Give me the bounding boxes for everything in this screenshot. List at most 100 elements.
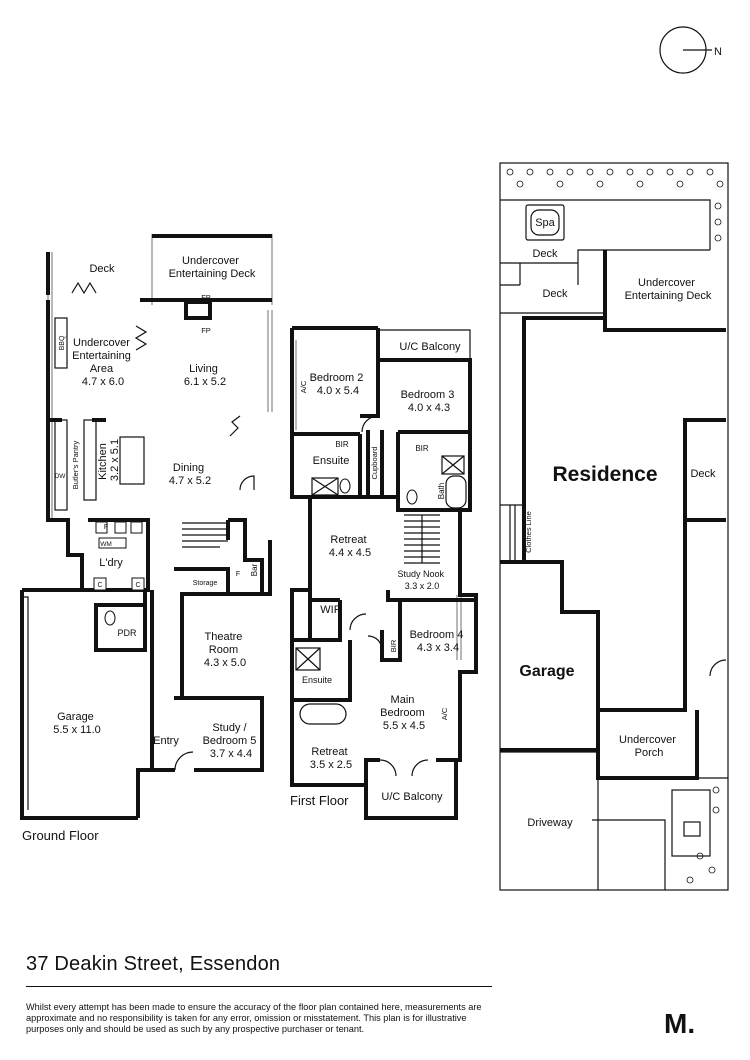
cupboard-label: Cupboard xyxy=(370,447,379,480)
bir-label-bedroom4: BIR xyxy=(389,639,398,652)
storage-label: Storage xyxy=(193,580,218,587)
svg-text:Undercover Porch: Undercover Porch xyxy=(619,734,679,759)
small-retreat-dimensions: 3.5 x 2.5 xyxy=(310,759,352,771)
residence-label: Residence xyxy=(552,463,657,486)
ensuite-label-lower: Ensuite xyxy=(302,675,332,685)
site-entertaining-deck-line2: Entertaining Deck xyxy=(625,290,712,302)
theatre-room-label-line2: Room xyxy=(209,644,238,656)
dining-dimensions: 4.7 x 5.2 xyxy=(169,475,211,487)
svg-text:Kitchen 3.2 x 5.1: Kitchen 3.2 x 5.1 xyxy=(97,439,121,481)
study-dimensions: 3.7 x 4.4 xyxy=(210,748,252,760)
dining-label: Dining xyxy=(173,462,204,474)
bedroom3-label: Bedroom 3 xyxy=(401,389,455,401)
bedroom2-dimensions: 4.0 x 5.4 xyxy=(317,385,359,397)
ensuite-label-upper: Ensuite xyxy=(313,455,350,467)
bbq-label: BBQ xyxy=(59,335,66,350)
svg-text:Dining 4.7 x 5.2: Dining 4.7 x 5.2 xyxy=(169,462,211,487)
dishwasher-label: DW xyxy=(55,473,67,480)
site-deck-left-label: Deck xyxy=(542,288,568,300)
site-deck-right-label: Deck xyxy=(690,468,716,480)
fireplace-label-top: FP xyxy=(201,293,211,302)
svg-text:Main Bedroom 5.5 x: Main Bedroom 5.5 x 4.5 xyxy=(380,694,428,732)
compass: N xyxy=(659,26,722,74)
bath-label: Bath xyxy=(437,483,446,499)
svg-text:Study Nook 3.3 x 2.0: Study Nook 3.3 x 2.0 xyxy=(397,569,446,591)
uc-balcony-label-top: U/C Balcony xyxy=(399,341,461,353)
bedroom2-label: Bedroom 2 xyxy=(310,372,364,384)
cupboard-c-label-left: C xyxy=(97,582,102,589)
garage-dimensions: 5.5 x 11.0 xyxy=(53,724,101,736)
driveway-label: Driveway xyxy=(527,817,573,829)
bir-label-bedroom3: BIR xyxy=(415,444,429,453)
theatre-room-dimensions: 4.3 x 5.0 xyxy=(204,657,246,669)
svg-text:Retreat 3.5 x 2.5: Retreat 3.5 x 2.5 xyxy=(310,746,352,771)
bedroom4-label: Bedroom 4 xyxy=(410,629,464,641)
property-address: 37 Deakin Street, Essendon xyxy=(26,953,281,975)
svg-text:Bedroom 4 4.3 x 3.4: Bedroom 4 4.3 x 3.4 xyxy=(410,629,467,654)
clothes-line-label: Clothes Line xyxy=(524,511,533,553)
svg-text:Bedroom 3 4.0 x 4.3: Bedroom 3 4.0 x 4.3 xyxy=(401,389,458,414)
retreat-label: Retreat xyxy=(330,534,366,546)
ac-label-main-bedroom: A/C xyxy=(440,707,449,720)
kitchen-label: Kitchen xyxy=(97,443,109,480)
theatre-room-label-line1: Theatre xyxy=(205,631,243,643)
kitchen-dimensions: 3.2 x 5.1 xyxy=(109,439,121,481)
bedroom3-dimensions: 4.0 x 4.3 xyxy=(408,402,450,414)
site-garage-label: Garage xyxy=(519,663,574,680)
undercover-entertaining-deck-label-line1: Undercover xyxy=(182,255,239,267)
study-nook-dimensions: 3.3 x 2.0 xyxy=(405,581,440,591)
first-floor-stairs xyxy=(404,514,440,564)
first-floor-plan: U/C Balcony Bedroom 2 4.0 x 5.4 A/C Bedr… xyxy=(290,326,478,820)
svg-text:Retreat 4.4 x 4.5: Retreat 4.4 x 4.5 xyxy=(329,534,371,559)
site-deck-top-label: Deck xyxy=(532,248,558,260)
ground-floor-stairs xyxy=(182,522,228,548)
laundry-label: L'dry xyxy=(99,557,123,569)
wir-label: WIR xyxy=(320,604,341,616)
bedroom4-dimensions: 4.3 x 3.4 xyxy=(417,642,459,654)
svg-text:Undercover Entertaining: Undercover Entertaining Deck xyxy=(625,277,712,302)
first-floor-title: First Floor xyxy=(290,793,349,808)
living-dimensions: 6.1 x 5.2 xyxy=(184,376,226,388)
footer-divider xyxy=(26,986,492,987)
fridge-label-bar: F xyxy=(236,571,240,578)
disclaimer-text: Whilst every attempt has been made to en… xyxy=(26,1002,482,1034)
main-bedroom-label-line2: Bedroom xyxy=(380,707,425,719)
entertaining-area-label-line2: Entertaining xyxy=(72,350,131,362)
main-bedroom-dimensions: 5.5 x 4.5 xyxy=(383,720,425,732)
ground-floor-plan: Deck Undercover Entertaining Deck FP FP … xyxy=(20,234,273,843)
living-label: Living xyxy=(189,363,218,375)
fireplace-label-bottom: FP xyxy=(201,326,211,335)
study-label-line1: Study / xyxy=(212,722,247,734)
spa-label: Spa xyxy=(535,217,555,229)
entry-label: Entry xyxy=(153,735,179,747)
porch-label-line2: Porch xyxy=(635,747,664,759)
svg-text:Undercover Entertaining: Undercover Entertaining Deck xyxy=(169,255,256,280)
site-entertaining-deck-line1: Undercover xyxy=(638,277,695,289)
washing-machine-label: WM xyxy=(100,541,112,548)
porch-label-line1: Undercover xyxy=(619,734,676,746)
pdr-label: PDR xyxy=(117,628,137,638)
ac-label-bedroom2: A/C xyxy=(299,380,308,393)
brand-logo: M. xyxy=(664,1008,696,1039)
svg-text:Study / Bedroom 5: Study / Bedroom 5 3.7 x 4.4 xyxy=(203,722,260,760)
svg-text:Bedroom 2 4.0 x 5.4: Bedroom 2 4.0 x 5.4 xyxy=(310,372,367,397)
fridge-label-laundry: F xyxy=(104,524,108,531)
undercover-entertaining-deck-label-line2: Entertaining Deck xyxy=(169,268,256,280)
uc-balcony-label-bottom: U/C Balcony xyxy=(381,791,443,803)
cupboard-c-label-right: C xyxy=(135,582,140,589)
small-retreat-label: Retreat xyxy=(311,746,347,758)
bir-label-bedroom2: BIR xyxy=(335,440,349,449)
deck-label: Deck xyxy=(89,263,115,275)
study-label-line2: Bedroom 5 xyxy=(203,735,257,747)
butlers-pantry-label: Butler's Pantry xyxy=(71,440,80,489)
main-bedroom-label-line1: Main xyxy=(391,694,415,706)
compass-north-label: N xyxy=(714,46,722,58)
svg-text:Living 6.1 x 5.2: Living 6.1 x 5.2 xyxy=(184,363,226,388)
site-plan: Spa Deck Deck Undercover Entertaining De… xyxy=(499,162,729,891)
entertaining-area-label-line1: Undercover xyxy=(73,337,130,349)
ground-floor-title: Ground Floor xyxy=(22,828,99,843)
garage-label: Garage xyxy=(57,711,94,723)
svg-text:Theatre Room 4.3 x: Theatre Room 4.3 x 5.0 xyxy=(204,631,246,669)
retreat-dimensions: 4.4 x 4.5 xyxy=(329,547,371,559)
